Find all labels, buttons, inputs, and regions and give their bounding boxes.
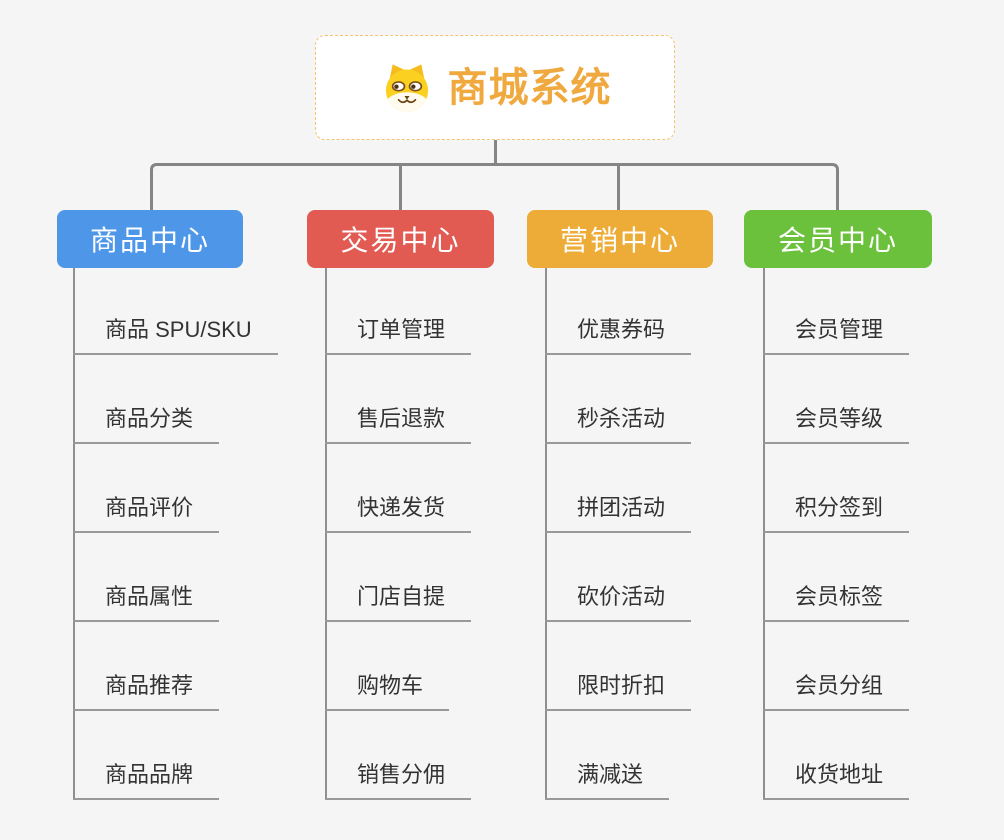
leaf-node[interactable]: 砍价活动 xyxy=(545,579,692,622)
leaf-node[interactable]: 商品 SPU/SKU xyxy=(73,312,278,355)
branch-node-member-center[interactable]: 会员中心 xyxy=(744,210,932,268)
branch-label: 营销中心 xyxy=(559,225,680,256)
leaf-node[interactable]: 限时折扣 xyxy=(545,668,692,711)
leaf-node[interactable]: 商品分类 xyxy=(73,401,220,444)
leaf-node[interactable]: 会员管理 xyxy=(763,312,910,355)
branch-label: 交易中心 xyxy=(340,225,461,256)
branch-label: 会员中心 xyxy=(777,225,898,256)
leaf-node[interactable]: 订单管理 xyxy=(325,312,472,355)
leaf-node[interactable]: 商品品牌 xyxy=(73,757,220,800)
leaf-node[interactable]: 会员分组 xyxy=(763,668,910,711)
leaf-node[interactable]: 优惠券码 xyxy=(545,312,692,355)
branch-spine-marketing: 优惠券码 秒杀活动 拼团活动 砍价活动 限时折扣 满减送 xyxy=(545,268,785,800)
leaf-node[interactable]: 拼团活动 xyxy=(545,490,692,533)
branch-node-trade-center[interactable]: 交易中心 xyxy=(307,210,494,268)
leaf-node[interactable]: 商品评价 xyxy=(73,490,220,533)
branch-spine-member: 会员管理 会员等级 积分签到 会员标签 会员分组 收货地址 xyxy=(763,268,1003,800)
leaf-node[interactable]: 会员标签 xyxy=(763,579,910,622)
branch-spine-trade: 订单管理 售后退款 快递发货 门店自提 购物车 销售分佣 xyxy=(325,268,565,800)
leaf-node[interactable]: 积分签到 xyxy=(763,490,910,533)
leaf-node[interactable]: 售后退款 xyxy=(325,401,472,444)
leaf-node[interactable]: 快递发货 xyxy=(325,490,472,533)
root-node[interactable]: 商城系统 xyxy=(315,35,675,140)
branch-node-marketing-center[interactable]: 营销中心 xyxy=(527,210,713,268)
root-title: 商城系统 xyxy=(447,65,612,110)
leaf-node[interactable]: 收货地址 xyxy=(763,757,910,800)
branch-node-product-center[interactable]: 商品中心 xyxy=(57,210,243,268)
leaf-node[interactable]: 商品推荐 xyxy=(73,668,220,711)
branch-label: 商品中心 xyxy=(89,225,210,256)
leaf-node[interactable]: 购物车 xyxy=(325,668,450,711)
leaf-node[interactable]: 商品属性 xyxy=(73,579,220,622)
leaf-node[interactable]: 销售分佣 xyxy=(325,757,472,800)
leaf-node[interactable]: 秒杀活动 xyxy=(545,401,692,444)
dog-face-icon xyxy=(385,63,428,112)
leaf-node[interactable]: 门店自提 xyxy=(325,579,472,622)
branch-spine-product: 商品 SPU/SKU 商品分类 商品评价 商品属性 商品推荐 商品品牌 xyxy=(73,268,313,800)
leaf-node[interactable]: 会员等级 xyxy=(763,401,910,444)
leaf-node[interactable]: 满减送 xyxy=(545,757,670,800)
